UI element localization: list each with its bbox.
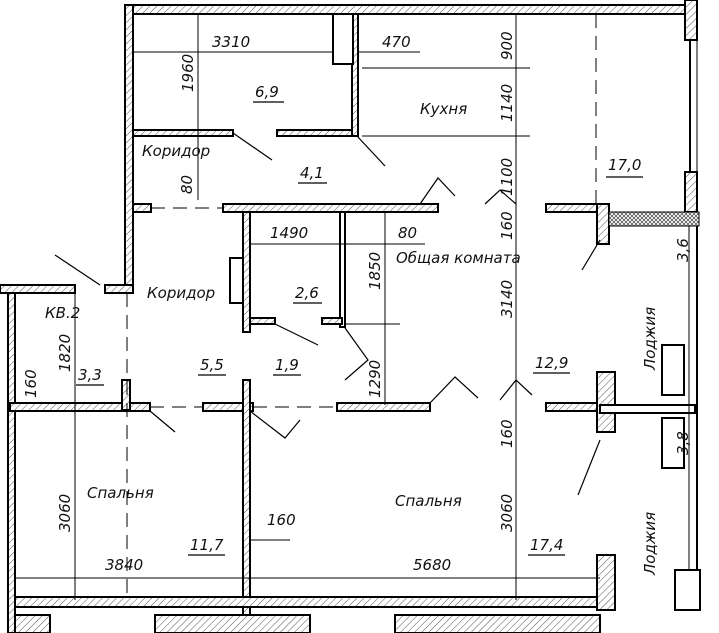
bedroom-left-area: 11,7 bbox=[190, 536, 224, 554]
living-extra-area: 12,9 bbox=[535, 354, 568, 372]
loggia-upper-name: Лоджия bbox=[641, 307, 659, 371]
dim-160-c: 160 bbox=[498, 419, 516, 448]
dim-1490: 1490 bbox=[270, 224, 308, 242]
corridor-upper-name: Коридор bbox=[142, 142, 210, 160]
dim-160-a: 160 bbox=[498, 211, 516, 240]
dim-900: 900 bbox=[498, 31, 516, 60]
corridor-lower-name: Коридор bbox=[147, 284, 215, 302]
dim-3060-a: 3060 bbox=[56, 494, 74, 532]
loggia-lower-area: 3,8 bbox=[674, 431, 692, 455]
loggia-upper-area: 3,6 bbox=[674, 238, 692, 262]
bedroom-right-area: 17,4 bbox=[530, 536, 563, 554]
dimension-lines bbox=[15, 14, 600, 600]
dim-3840: 3840 bbox=[105, 556, 143, 574]
dimension-labels: 3310 470 1960 900 1140 1100 160 80 1490 … bbox=[22, 31, 516, 574]
bathroom-area: 2,6 bbox=[295, 284, 319, 302]
dim-5680: 5680 bbox=[413, 556, 451, 574]
corridor-upper-area: 4,1 bbox=[300, 164, 324, 182]
dim-470: 470 bbox=[382, 33, 411, 51]
dim-160-b: 160 bbox=[22, 369, 40, 398]
loggia-lower-name: Лоджия bbox=[641, 512, 659, 576]
dim-1960: 1960 bbox=[179, 54, 197, 92]
bedroom-right-name: Спальня bbox=[395, 492, 462, 510]
dim-80-a: 80 bbox=[178, 175, 196, 194]
kitchen-area: 6,9 bbox=[255, 83, 279, 101]
apartment-label: КВ.2 bbox=[45, 304, 80, 322]
dim-80-b: 80 bbox=[398, 224, 417, 242]
corridor-lower-area: 5,5 bbox=[200, 356, 224, 374]
dim-3140: 3140 bbox=[498, 280, 516, 318]
walls bbox=[0, 0, 701, 633]
dim-1850: 1850 bbox=[366, 252, 384, 290]
living-room-name: Общая комната bbox=[396, 249, 521, 267]
dim-1290: 1290 bbox=[366, 360, 384, 398]
dim-3060-b: 3060 bbox=[498, 494, 516, 532]
bedroom-left-name: Спальня bbox=[87, 484, 154, 502]
dim-1820: 1820 bbox=[56, 334, 74, 372]
room-labels: КВ.2 Кухня 6,9 Коридор 4,1 Общая комната… bbox=[45, 83, 692, 576]
dim-3310: 3310 bbox=[212, 33, 250, 51]
kitchen-name: Кухня bbox=[420, 100, 467, 118]
dim-1140: 1140 bbox=[498, 84, 516, 122]
dim-1100: 1100 bbox=[498, 158, 516, 196]
living-room-area: 17,0 bbox=[608, 156, 641, 174]
dim-160-d: 160 bbox=[267, 511, 296, 529]
doors bbox=[54, 132, 601, 496]
toilet-area: 1,9 bbox=[275, 356, 299, 374]
closet-area: 3,3 bbox=[78, 366, 102, 384]
